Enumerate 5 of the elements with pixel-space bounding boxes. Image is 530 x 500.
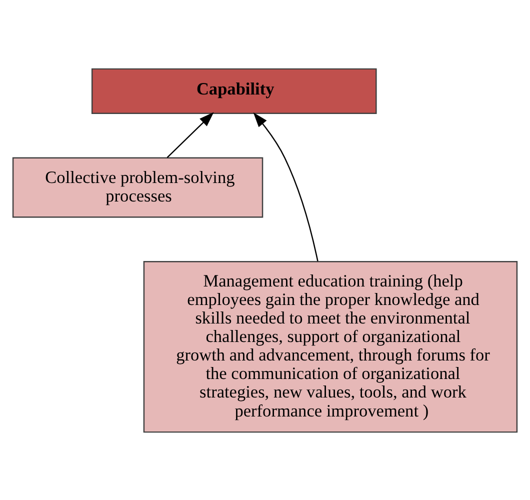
arrow [166, 112, 214, 158]
node-box: Capability [91, 68, 377, 114]
arrow [253, 112, 318, 261]
node-box: Collective problem-solving processes [12, 156, 264, 218]
node-box: Management education training (help employees gain the proper knowledge and skills needed to meet the environmental challenges, support of organizational growth and advancement, through forums for the communication of organizational strategies, new values, tools, and work performance improvement ) [143, 260, 518, 432]
